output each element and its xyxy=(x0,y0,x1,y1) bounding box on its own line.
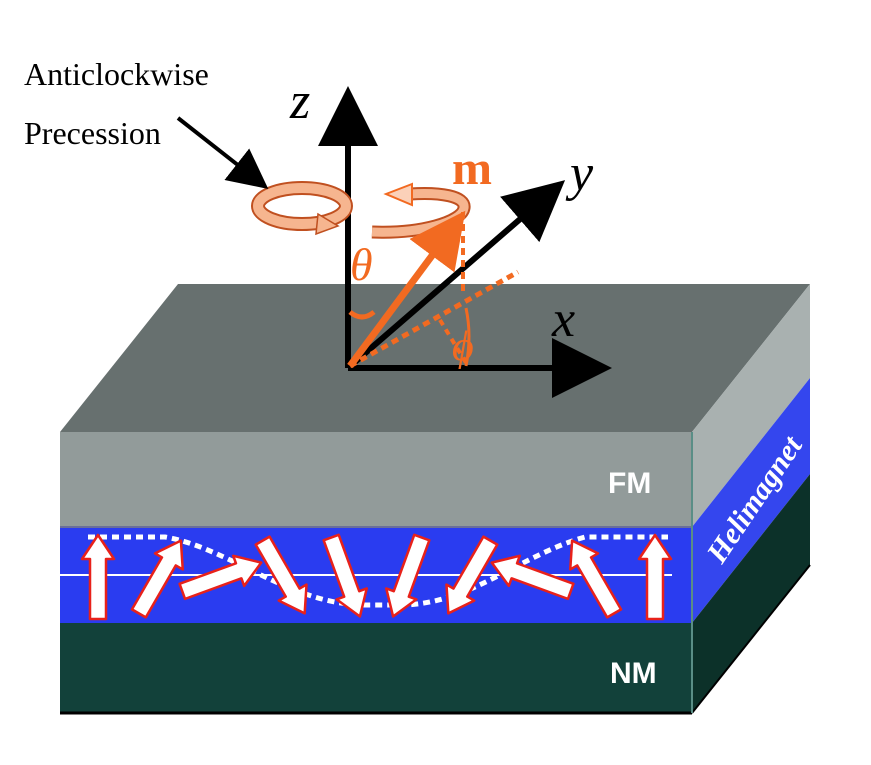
helimagnet-side-face xyxy=(692,378,810,623)
theta-label: θ xyxy=(350,239,373,290)
spin-arrow xyxy=(490,554,575,601)
phi-arc xyxy=(464,307,471,367)
annotation-pointer-arrow xyxy=(176,116,269,189)
layer-stack xyxy=(60,284,811,715)
theta-arc xyxy=(348,309,376,320)
spin-arrow xyxy=(385,533,431,618)
spin-arrow xyxy=(80,533,116,621)
phi-label: ϕ xyxy=(452,324,474,370)
spin-arrow xyxy=(322,533,368,618)
magnetization-construction xyxy=(347,210,520,369)
y-axis xyxy=(346,180,566,371)
annotation-line-1: Anticlockwise xyxy=(24,56,209,92)
fm-label: FM xyxy=(608,467,651,500)
projection-to-x-dash xyxy=(438,318,470,368)
m-precession-ring-icon xyxy=(371,182,471,239)
x-axis-label: x xyxy=(551,291,575,348)
precession-ring-icon xyxy=(251,181,353,236)
spin-arrow xyxy=(445,535,499,615)
spin-arrow xyxy=(178,554,263,601)
spin-arrow xyxy=(637,533,673,621)
spin-arrows xyxy=(80,533,673,621)
spin-arrow xyxy=(254,535,308,615)
coordinate-axes xyxy=(318,86,612,398)
y-axis-label: y xyxy=(565,145,594,202)
annotation-line-2: Precession xyxy=(24,115,161,151)
fm-side-face xyxy=(692,284,810,527)
m-label: m xyxy=(452,142,492,195)
spin-arrow xyxy=(130,539,184,619)
m-vector-arrow xyxy=(347,210,466,369)
fm-top-face xyxy=(60,284,810,432)
nm-front-face xyxy=(60,623,692,713)
spin-envelope-dotted xyxy=(88,534,668,608)
m-projection-dash xyxy=(348,269,520,369)
z-axis-label: z xyxy=(289,73,310,130)
fm-front-face xyxy=(60,432,692,527)
spin-arrow xyxy=(569,539,623,619)
nm-side-face xyxy=(692,474,810,713)
nm-label: NM xyxy=(610,657,657,690)
